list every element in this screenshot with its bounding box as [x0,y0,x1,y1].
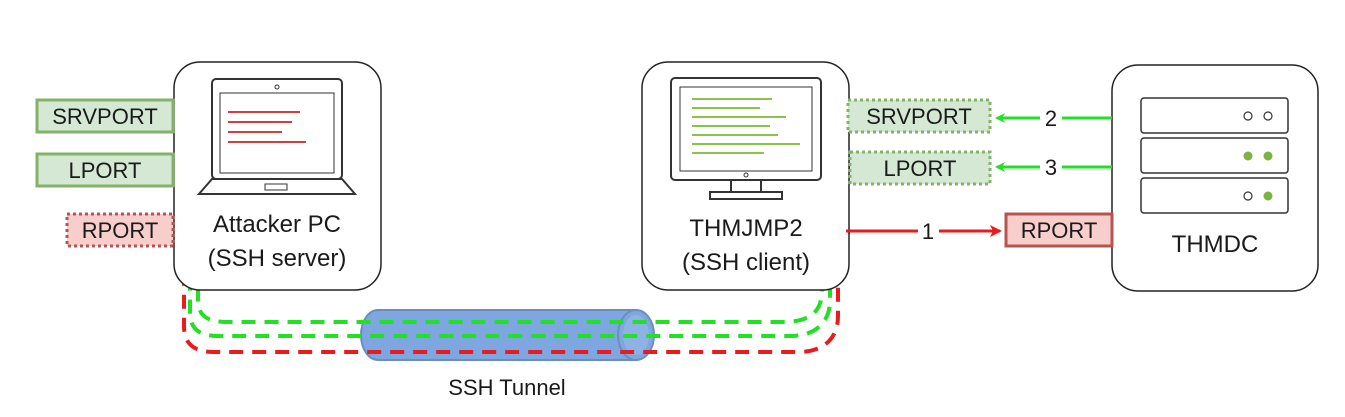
monitor-icon [670,77,822,200]
jump-rport-label: RPORT [1021,218,1098,243]
attacker-rport-box: RPORT [65,212,175,248]
thmjmp2-node: THMJMP2 (SSH client) [641,61,850,291]
attacker-pc-subtitle: (SSH server) [208,245,347,272]
step-1-label: 1 [922,219,934,244]
thmdc-node: THMDC [1111,64,1319,292]
step-3-label: 3 [1045,155,1057,180]
arrow-step-2: 2 [995,106,1112,131]
jump-lport-box: LPORT [848,150,992,186]
attacker-lport-label: LPORT [69,158,142,183]
attacker-pc-node: Attacker PC (SSH server) [173,61,382,291]
arrow-step-1: 1 [846,219,1002,244]
thmjmp2-title: THMJMP2 [689,215,802,242]
attacker-rport-label: RPORT [82,218,159,243]
attacker-srvport-label: SRVPORT [52,104,158,129]
attacker-lport-box: LPORT [35,152,175,188]
jump-srvport-box: SRVPORT [846,98,992,134]
jump-srvport-label: SRVPORT [866,104,972,129]
srvport-tunnel-line [173,114,849,324]
arrow-step-3: 3 [995,155,1112,180]
laptop-icon [196,78,358,195]
thmjmp2-subtitle: (SSH client) [682,249,810,276]
thmdc-title: THMDC [1172,231,1259,258]
attacker-pc-title: Attacker PC [213,211,341,238]
jump-rport-box: RPORT [1004,212,1114,248]
attacker-srvport-box: SRVPORT [35,98,175,134]
tunnel-label: SSH Tunnel [448,375,565,400]
step-2-label: 2 [1045,106,1057,131]
server-rack-icon [1140,97,1289,214]
jump-lport-label: LPORT [884,156,957,181]
